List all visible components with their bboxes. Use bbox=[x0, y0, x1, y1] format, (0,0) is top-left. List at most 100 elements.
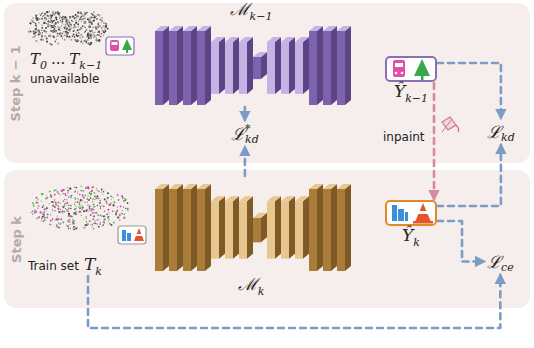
point bbox=[79, 28, 81, 30]
point bbox=[109, 219, 110, 220]
layer-slab bbox=[267, 37, 281, 42]
point bbox=[109, 212, 110, 213]
subscript: k bbox=[413, 236, 420, 249]
script-stack: *kd bbox=[245, 123, 259, 145]
point bbox=[74, 187, 76, 189]
point bbox=[46, 195, 47, 196]
point bbox=[89, 38, 91, 40]
point bbox=[81, 209, 82, 210]
point bbox=[89, 220, 91, 222]
point bbox=[56, 36, 58, 38]
point bbox=[75, 209, 76, 210]
point bbox=[107, 217, 109, 219]
point bbox=[57, 208, 59, 210]
point bbox=[81, 215, 82, 216]
point bbox=[103, 35, 104, 36]
point bbox=[80, 199, 82, 201]
point bbox=[105, 26, 107, 28]
point bbox=[38, 30, 39, 31]
point bbox=[47, 12, 48, 13]
point bbox=[94, 196, 96, 198]
layer-slab bbox=[309, 31, 317, 105]
point bbox=[127, 202, 129, 204]
point bbox=[81, 205, 83, 207]
point bbox=[75, 206, 76, 207]
point bbox=[97, 205, 98, 206]
point bbox=[41, 13, 42, 14]
point bbox=[70, 23, 71, 24]
point bbox=[87, 198, 89, 200]
point bbox=[70, 24, 72, 26]
point bbox=[85, 14, 86, 15]
point bbox=[32, 214, 33, 215]
point bbox=[102, 225, 103, 226]
point bbox=[32, 202, 34, 204]
point bbox=[55, 26, 56, 27]
point bbox=[57, 191, 59, 193]
point bbox=[94, 220, 95, 221]
layer-slab bbox=[345, 184, 351, 271]
layer-slab bbox=[323, 31, 331, 105]
point bbox=[90, 194, 92, 196]
point bbox=[31, 20, 33, 22]
point bbox=[79, 207, 81, 209]
layer-slab bbox=[247, 37, 253, 94]
point bbox=[86, 224, 88, 226]
point bbox=[78, 32, 80, 34]
point bbox=[59, 33, 61, 35]
point bbox=[81, 41, 83, 43]
point bbox=[42, 28, 43, 29]
point bbox=[49, 43, 50, 44]
point bbox=[100, 208, 101, 209]
point bbox=[66, 203, 67, 204]
point bbox=[44, 208, 46, 210]
point bbox=[82, 194, 83, 195]
point-clouds bbox=[28, 11, 129, 231]
point bbox=[101, 22, 102, 23]
point bbox=[103, 191, 104, 192]
point bbox=[46, 208, 48, 210]
layer-slab bbox=[197, 189, 205, 271]
point bbox=[104, 32, 105, 33]
point bbox=[86, 42, 87, 43]
point bbox=[70, 224, 71, 225]
point bbox=[87, 210, 88, 211]
point bbox=[103, 206, 105, 208]
point bbox=[64, 27, 66, 29]
point bbox=[71, 195, 73, 197]
point bbox=[31, 212, 32, 213]
point bbox=[54, 206, 56, 208]
point bbox=[107, 197, 109, 199]
point bbox=[68, 25, 70, 27]
layer-slab bbox=[331, 184, 337, 271]
point bbox=[105, 29, 107, 31]
point bbox=[104, 198, 106, 200]
point bbox=[63, 200, 65, 202]
layer-slab bbox=[183, 31, 191, 105]
train-set: Train setTk bbox=[28, 182, 148, 274]
point bbox=[95, 15, 97, 17]
point bbox=[84, 32, 85, 33]
point bbox=[45, 27, 47, 29]
point bbox=[76, 21, 77, 22]
point bbox=[78, 12, 79, 13]
point bbox=[33, 36, 35, 38]
point bbox=[82, 195, 83, 196]
dashed-arrow bbox=[244, 147, 247, 176]
caption-text: Train set bbox=[28, 259, 79, 273]
point bbox=[107, 197, 109, 199]
point bbox=[42, 213, 44, 215]
point bbox=[93, 15, 94, 16]
point bbox=[98, 219, 99, 220]
point bbox=[38, 34, 39, 35]
point bbox=[54, 206, 55, 207]
point bbox=[65, 18, 67, 20]
layer-slab bbox=[281, 42, 289, 94]
point bbox=[74, 30, 75, 31]
point bbox=[81, 21, 82, 22]
point bbox=[60, 36, 61, 37]
point bbox=[36, 200, 37, 201]
point bbox=[47, 24, 49, 26]
point bbox=[96, 38, 97, 39]
point bbox=[62, 23, 63, 24]
